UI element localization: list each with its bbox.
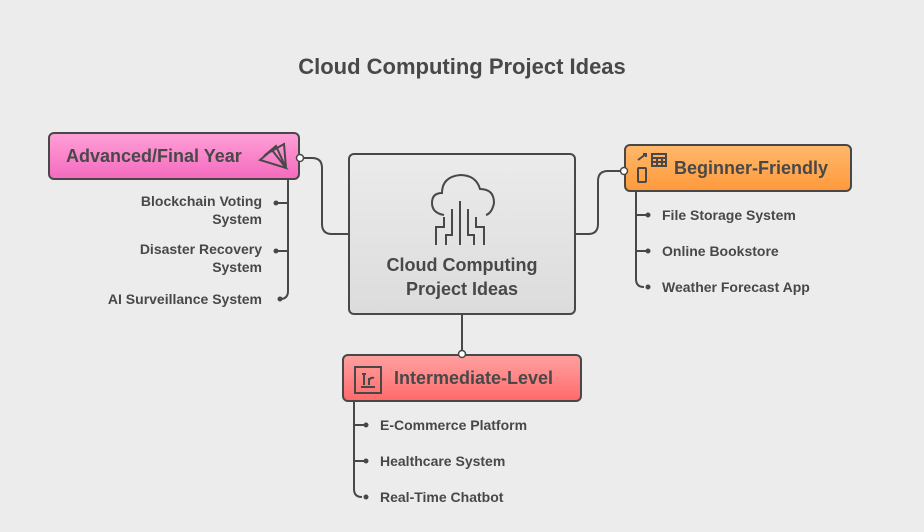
connector-dot (295, 153, 305, 163)
connector-dot (619, 166, 629, 176)
list-item: Real-Time Chatbot (380, 489, 504, 505)
text-format-icon (354, 366, 382, 394)
page-title: Cloud Computing Project Ideas (298, 54, 626, 79)
mobile-sync-icon (637, 153, 667, 183)
branch-intermediate[interactable]: Intermediate-Level (342, 354, 582, 402)
central-node[interactable]: Cloud Computing Project Ideas (348, 153, 576, 315)
list-item: Weather Forecast App (662, 279, 810, 295)
list-item: Online Bookstore (662, 243, 779, 259)
book-pages-icon (258, 142, 289, 170)
cloud-circuit-icon (430, 173, 496, 245)
list-item: AI Surveillance System (107, 291, 262, 307)
connector-dot (457, 349, 467, 359)
branch-advanced-label: Advanced/Final Year (66, 145, 242, 166)
list-item: Healthcare System (380, 453, 506, 469)
central-title-line2: Project Ideas (405, 279, 519, 299)
branch-beginner[interactable]: Beginner-Friendly (624, 144, 852, 192)
central-title-line1: Cloud Computing (386, 255, 538, 275)
branch-advanced[interactable]: Advanced/Final Year (48, 132, 300, 180)
list-item: File Storage System (662, 207, 796, 223)
branch-intermediate-label: Intermediate-Level (394, 367, 554, 388)
list-item: E-Commerce Platform (380, 417, 528, 433)
branch-beginner-label: Beginner-Friendly (674, 157, 829, 178)
